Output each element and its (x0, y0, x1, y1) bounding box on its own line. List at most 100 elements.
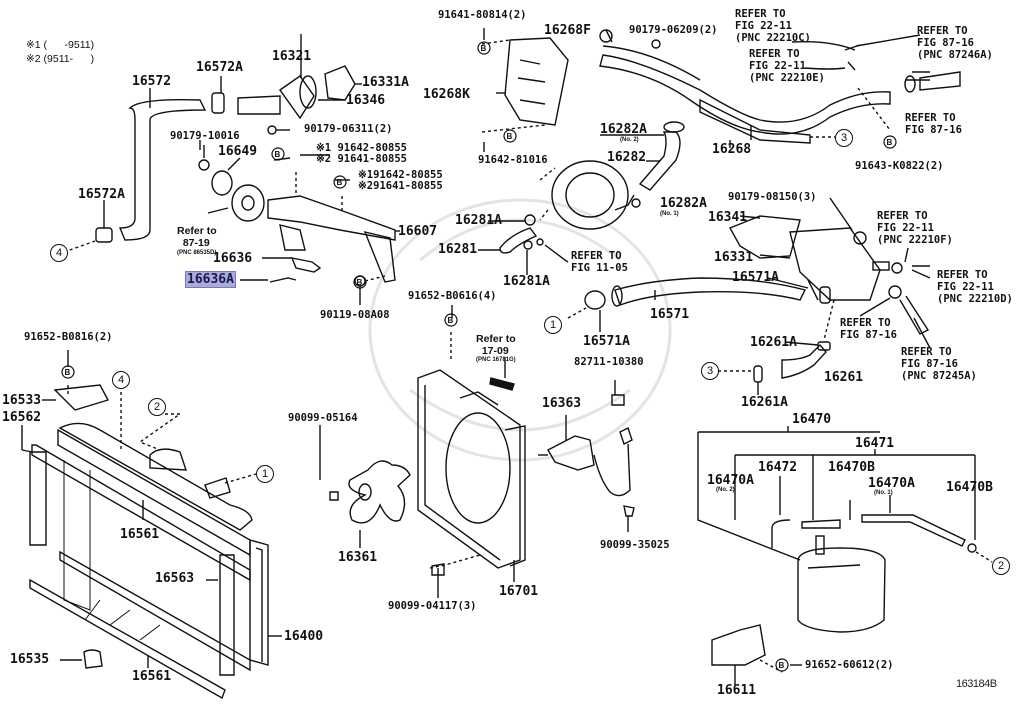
part-label[interactable]: 16572A (196, 60, 243, 75)
part-label[interactable]: 91652-B0616(4) (408, 290, 497, 302)
part-label[interactable]: ※291641-80855 (358, 180, 443, 192)
part-label[interactable]: 16561 (132, 669, 172, 684)
part-label[interactable]: 16470 (792, 412, 832, 427)
highlighted-part-number[interactable]: 16636A (185, 271, 236, 288)
part-label-highlighted[interactable]: 16636A (185, 271, 236, 288)
part-label[interactable]: 16281A (503, 274, 550, 289)
part-label[interactable]: 16472 (758, 460, 798, 475)
reference-note[interactable]: REFER TO FIG 22-11 (PNC 22210F) (877, 210, 953, 246)
part-label[interactable]: 16363 (542, 396, 582, 411)
connector-marker-2: 2 (148, 398, 166, 416)
water-outlet (551, 160, 629, 230)
part-label[interactable]: 16261 (824, 370, 864, 385)
part-label[interactable]: 16607 (398, 224, 438, 239)
reference-note[interactable]: REFER TO FIG 11-05 (571, 250, 628, 274)
reservoir-bracket (711, 624, 766, 666)
part-label[interactable]: 16341 (708, 210, 748, 225)
part-label[interactable]: 16561 (120, 527, 160, 542)
reservoir-tank (797, 535, 886, 633)
thermostat (324, 65, 356, 101)
part-label[interactable]: 91641-80814(2) (438, 9, 527, 21)
part-label[interactable]: ※1 91642-80855 (316, 142, 407, 154)
part-label[interactable]: 16636 (213, 251, 253, 266)
part-label[interactable]: 91652-B0816(2) (24, 331, 113, 343)
reference-note[interactable]: Refer to 17-09 (476, 333, 516, 357)
fan-shroud (417, 369, 526, 569)
part-label[interactable]: 90099-05164 (288, 412, 358, 424)
svg-text:B: B (357, 278, 363, 287)
radiator-support-16533 (53, 384, 110, 411)
part-label[interactable]: 16470B (828, 460, 875, 475)
figure-id: 163184B (956, 678, 997, 690)
part-label[interactable]: 16470A (707, 473, 754, 488)
applicability-note-1: ※1 ( -9511) (26, 39, 95, 51)
part-label[interactable]: 91642-81016 (478, 154, 548, 166)
bolt-symbol: B (477, 41, 491, 55)
part-label[interactable]: 16261A (741, 395, 788, 410)
bracket-16268K (504, 37, 569, 126)
part-label[interactable]: 90099-04117(3) (388, 600, 477, 612)
reference-note[interactable]: REFER TO FIG 87-16 (840, 317, 897, 341)
reference-sublabel: (PNC 16781G) (476, 357, 516, 363)
reference-note[interactable]: REFER TO FIG 22-11 (PNC 22210C) (735, 8, 811, 44)
part-label[interactable]: 90179-08150(3) (728, 191, 817, 203)
part-label[interactable]: 91652-60612(2) (805, 659, 894, 671)
part-label[interactable]: 16282A (600, 122, 647, 137)
part-label[interactable]: 16533 (2, 393, 42, 408)
part-label[interactable]: 16571A (583, 334, 630, 349)
part-label[interactable]: 16282A (660, 196, 707, 211)
upper-radiator-hose (118, 99, 207, 241)
part-label[interactable]: 16611 (717, 683, 757, 698)
reference-note[interactable]: REFER TO FIG 87-16 (PNC 87246A) (917, 25, 993, 61)
part-label[interactable]: 16470B (946, 480, 993, 495)
part-label[interactable]: 16282 (607, 150, 647, 165)
part-label[interactable]: 90099-35025 (600, 539, 670, 551)
part-label[interactable]: 16321 (272, 49, 312, 64)
bolt-symbol: B (503, 129, 517, 143)
part-label[interactable]: 16400 (284, 629, 324, 644)
part-label[interactable]: 16471 (855, 436, 895, 451)
reference-note[interactable]: REFER TO FIG 87-16 (905, 112, 962, 136)
part-label[interactable]: 16331 (714, 250, 754, 265)
part-label[interactable]: ※191642-80855 (358, 169, 443, 181)
svg-text:B: B (275, 150, 281, 159)
part-label[interactable]: 16572A (78, 187, 125, 202)
part-label[interactable]: 16572 (132, 74, 172, 89)
part-label[interactable]: ※2 91641-80855 (316, 153, 407, 165)
reference-note[interactable]: REFER TO FIG 87-16 (PNC 87245A) (901, 346, 977, 382)
reference-note[interactable]: REFER TO FIG 22-11 (PNC 22210D) (937, 269, 1013, 305)
part-label[interactable]: 16571A (732, 270, 779, 285)
gasket-16341 (729, 215, 801, 259)
part-label[interactable]: 90179-10016 (170, 130, 240, 142)
bolt-symbol: B (444, 313, 458, 327)
part-label[interactable]: 16563 (155, 571, 195, 586)
connector-marker-4: 4 (50, 244, 68, 262)
part-label[interactable]: 16281A (455, 213, 502, 228)
part-sublabel: (No. 2) (620, 137, 639, 143)
part-label[interactable]: 91643-K0822(2) (855, 160, 944, 172)
part-label[interactable]: 16361 (338, 550, 378, 565)
part-label[interactable]: 16571 (650, 307, 690, 322)
part-label[interactable]: 16701 (499, 584, 539, 599)
part-label[interactable]: 16261A (750, 335, 797, 350)
part-label[interactable]: 90179-06209(2) (629, 24, 718, 36)
reference-note[interactable]: REFER TO FIG 22-11 (PNC 22210E) (749, 48, 825, 84)
svg-text:B: B (507, 132, 513, 141)
connector-marker-1: 1 (544, 316, 562, 334)
part-label[interactable]: 90179-06311(2) (304, 123, 393, 135)
part-label[interactable]: 16346 (346, 93, 386, 108)
part-label[interactable]: 16470A (868, 476, 915, 491)
part-label[interactable]: 16331A (362, 75, 409, 90)
svg-text:B: B (779, 661, 785, 670)
part-label[interactable]: 16281 (438, 242, 478, 257)
part-label[interactable]: 16268K (423, 87, 470, 102)
reference-note[interactable]: Refer to 87-19 (177, 225, 217, 249)
part-label[interactable]: 90119-08A08 (320, 309, 390, 321)
part-label[interactable]: 16562 (2, 410, 42, 425)
lower-radiator-hose (614, 277, 807, 306)
part-label[interactable]: 16268F (544, 23, 591, 38)
part-label[interactable]: 16535 (10, 652, 50, 667)
part-label[interactable]: 16649 (218, 144, 258, 159)
part-label[interactable]: 82711-10380 (574, 356, 644, 368)
part-label[interactable]: 16268 (712, 142, 752, 157)
